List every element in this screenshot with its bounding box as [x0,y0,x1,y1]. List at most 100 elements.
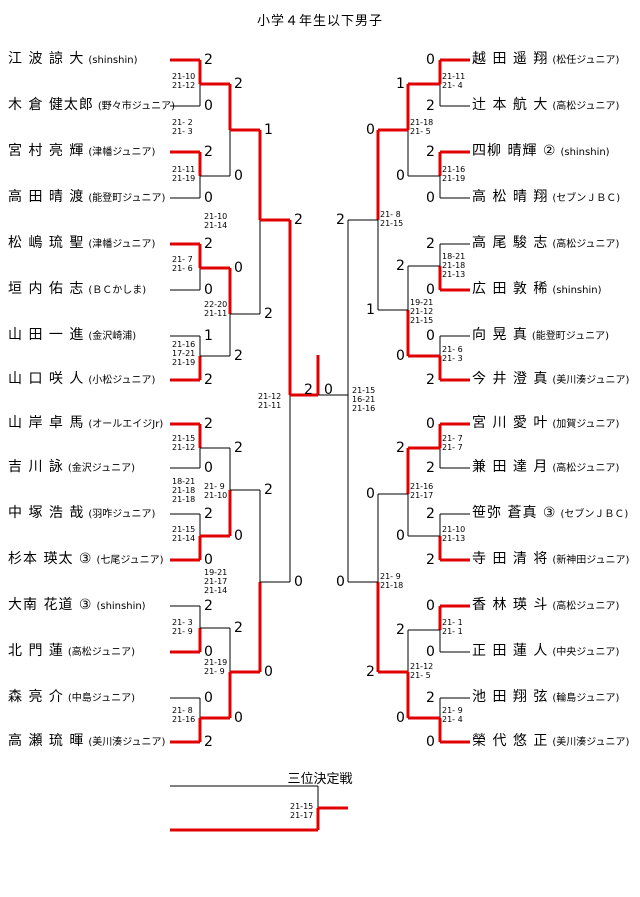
player-name: 兼 田 達 月 [472,459,549,475]
tournament-title: 小学４年生以下男子 [256,14,383,29]
player-entry: 宮 川 愛 叶(加賀ジュニア) [472,415,619,433]
player-entry: 池 田 翔 弦(輪島ジュニア) [472,689,619,707]
match-score: 0 [324,382,333,398]
player-club: (松任ジュニア) [552,55,620,66]
match-score: 2 [234,76,243,92]
set-scores: 21-10 21-12 [172,72,196,90]
match-score: 2 [204,372,213,388]
match-score: 0 [426,734,435,750]
set-scores: 21- 6 21- 3 [442,345,463,363]
player-club: (新神田ジュニア) [552,555,630,566]
match-score: 2 [426,460,435,476]
match-score: 0 [426,52,435,68]
player-name: 越 田 遥 翔 [472,51,549,67]
player-club: (高松ジュニア) [67,647,136,658]
player-club: (ＢＣかしま) [88,285,147,296]
set-scores: 21- 2 21- 3 [172,118,193,136]
match-score: 0 [264,664,273,680]
player-club: (shinshin) [88,55,138,66]
player-club: (セブンＪＢＣ) [552,193,621,204]
player-entry: 山 口 咲 人(小松ジュニア) [8,371,155,389]
match-score: 0 [204,644,213,660]
player-entry: 森 亮 介(中島ジュニア) [8,689,135,707]
match-score: 2 [426,552,435,568]
match-score: 0 [204,690,213,706]
set-scores: 19-21 21-12 21-15 [410,298,434,325]
player-entry: 北 門 蓮(高松ジュニア) [8,643,135,661]
set-scores: 21-10 21-13 [442,525,466,543]
player-club: (shinshin) [552,285,602,296]
match-score: 0 [426,598,435,614]
player-name: 垣 内 佑 志 [8,281,85,297]
player-club: (輪島ジュニア) [552,693,620,704]
match-score: 0 [294,574,303,590]
player-club: (美川湊ジュニア) [88,737,166,748]
player-club: (加賀ジュニア) [552,419,620,430]
player-entry: 吉 川 詠(金沢ジュニア) [8,459,135,477]
player-entry: 杉本 瑛太 ③(七尾ジュニア) [8,551,164,569]
set-scores: 18-21 21-18 21-13 [442,252,466,279]
player-name: 高 田 晴 渡 [8,189,85,205]
player-club: (美川湊ジュニア) [552,375,630,386]
player-club: (高松ジュニア) [552,463,620,474]
player-name: 山 岸 卓 馬 [8,415,85,431]
match-score: 2 [234,348,243,364]
match-score: 2 [426,98,435,114]
match-score: 0 [366,122,375,138]
player-entry: 大南 花道 ③(shinshin) [8,597,146,615]
player-name: 山 田 一 進 [8,327,85,343]
third-place-title: 三位決定戦 [287,772,353,787]
match-score: 0 [234,528,243,544]
match-score: 0 [234,168,243,184]
match-score: 2 [204,236,213,252]
match-score: 0 [396,348,405,364]
match-score: 1 [264,122,273,138]
set-scores: 21-12 21- 5 [410,662,434,680]
player-club: (野々市ジュニア) [97,101,176,112]
player-entry: 山 田 一 進(金沢崎浦) [8,327,136,345]
player-name: 宮 村 亮 輝 [8,143,85,159]
match-score: 2 [396,258,405,274]
match-score: 2 [204,52,213,68]
set-scores: 21- 1 21- 1 [442,618,463,636]
set-scores: 21- 3 21- 9 [172,618,193,636]
player-entry: 兼 田 達 月(高松ジュニア) [472,459,619,477]
player-entry: 今 井 澄 真(美川湊ジュニア) [472,371,629,389]
set-scores: 21- 9 21-10 [204,482,228,500]
player-name: 江 波 諒 大 [8,51,85,67]
match-score: 2 [304,382,313,398]
match-score: 0 [426,328,435,344]
match-score: 2 [336,212,345,228]
match-score: 2 [234,440,243,456]
match-score: 2 [204,598,213,614]
match-score: 0 [336,574,345,590]
player-name: 森 亮 介 [8,689,64,705]
match-score: 2 [426,144,435,160]
player-club: (shinshin) [560,147,610,158]
player-name: 正 田 蓮 人 [472,643,549,659]
player-name: 香 林 瑛 斗 [472,597,549,613]
match-score: 0 [396,528,405,544]
set-scores: 21-18 21- 5 [410,118,434,136]
set-scores: 21- 7 21- 6 [172,255,193,273]
match-score: 2 [264,306,273,322]
set-scores: 21-16 21-19 [442,165,466,183]
set-scores: 21-16 17-21 21-19 [172,340,196,367]
player-name: 山 口 咲 人 [8,371,85,387]
match-score: 0 [204,282,213,298]
match-score: 2 [366,664,375,680]
match-score: 1 [396,76,405,92]
player-name: 大南 花道 ③ [8,597,93,613]
set-scores: 21-10 21-14 [204,212,228,230]
set-scores: 21- 7 21- 7 [442,434,463,452]
match-score: 0 [396,710,405,726]
set-scores: 21-15 21-14 [172,525,196,543]
player-name: 中 塚 浩 哉 [8,505,85,521]
player-entry: 向 晃 真(能登町ジュニア) [472,327,609,345]
match-score: 0 [234,260,243,276]
player-name: 笹弥 蒼真 ③ [472,505,557,521]
player-entry: 高 松 晴 翔(セブンＪＢＣ) [472,189,620,207]
player-entry: 松 嶋 琉 聖(津幡ジュニア) [8,235,155,253]
player-name: 四柳 晴輝 ② [472,143,557,159]
player-club: (美川湊ジュニア) [552,737,630,748]
